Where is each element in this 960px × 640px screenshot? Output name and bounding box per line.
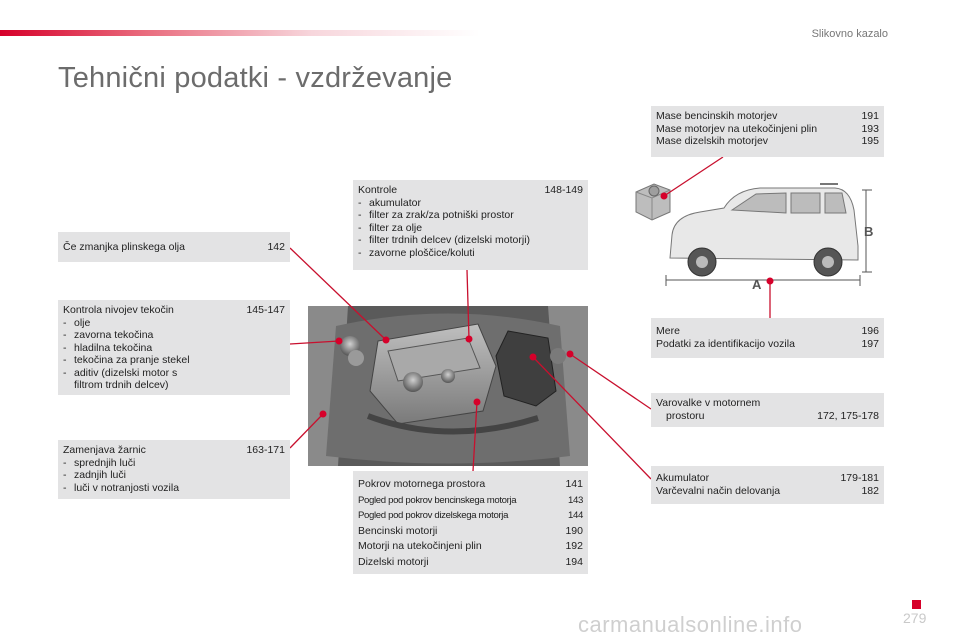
engines-row-label: Pogled pod pokrov bencinskega motorja: [358, 494, 517, 506]
car-side-illustration: [665, 183, 872, 286]
dims-row-page: 197: [861, 337, 879, 350]
engines-row-label: Pogled pod pokrov dizelskega motorja: [358, 510, 509, 521]
list-item: -olje: [63, 316, 91, 329]
masses-row-label: Mase motorjev na utekočinjeni plin: [656, 122, 818, 135]
fluids-page: 145-147: [246, 304, 285, 316]
fuel-row[interactable]: Če zmanjka plinskega olja 142: [63, 241, 285, 254]
page-marker: [912, 600, 921, 609]
bulbs-label: Zamenjava žarnic: [63, 444, 146, 456]
list-item: -filter za zrak/za potniški prostor: [358, 209, 514, 221]
engines-row-page: 143: [568, 494, 583, 506]
engines-row[interactable]: Motorji na utekočinjeni plin 192: [358, 539, 583, 555]
battery-row-page: 182: [861, 484, 879, 497]
battery-row[interactable]: Akumulator 179-181: [656, 472, 879, 485]
box-engines: Pokrov motornega prostora 141 Pogled pod…: [353, 471, 588, 574]
repair-kit-illustration: [635, 183, 671, 221]
dims-row[interactable]: Mere 196: [656, 325, 879, 338]
list-item: -sprednjih luči: [63, 456, 136, 469]
list-item: -tekočina za pranje stekel: [63, 354, 190, 366]
header-accent-bar: [0, 30, 480, 36]
fluids-label: Kontrola nivojev tekočin: [63, 304, 174, 316]
dims-row[interactable]: Podatki za identifikacijo vozila 197: [656, 338, 879, 351]
masses-row-label: Mase dizelskih motorjev: [656, 135, 769, 147]
section-title: Slikovno kazalo: [811, 28, 888, 40]
checks-page: 148-149: [544, 184, 583, 196]
list-item: -akumulator: [358, 196, 421, 209]
fuel-label: Če zmanjka plinskega olja: [63, 241, 185, 253]
battery-row-page: 179-181: [840, 472, 879, 484]
battery-row-label: Varčevalni način delovanja: [656, 484, 781, 497]
engines-row-label: Pokrov motornega prostora: [358, 478, 486, 490]
engines-row-page: 190: [565, 524, 583, 537]
box-battery: Akumulator 179-181 Varčevalni način delo…: [651, 466, 884, 504]
engines-row-page: 192: [565, 540, 583, 552]
dims-row-page: 196: [861, 325, 879, 337]
box-fuses: Varovalke v motornem prostoru 172, 175-1…: [651, 393, 884, 427]
masses-row[interactable]: Mase dizelskih motorjev 195: [656, 135, 879, 148]
dims-row-label: Podatki za identifikacijo vozila: [656, 337, 795, 350]
dims-row-label: Mere: [656, 325, 680, 337]
battery-row-label: Akumulator: [656, 472, 710, 484]
masses-row-page: 195: [861, 135, 879, 147]
engines-row-label: Dizelski motorji: [358, 555, 429, 568]
page-number: 279: [903, 610, 927, 626]
fuses-row[interactable]: prostoru 172, 175-178: [656, 410, 879, 423]
watermark: carmanualsonline.info: [578, 612, 803, 637]
masses-row-page: 191: [861, 110, 879, 122]
bulbs-row[interactable]: Zamenjava žarnic 163-171: [63, 444, 285, 457]
box-dimensions: Mere 196 Podatki za identifikacijo vozil…: [651, 318, 884, 358]
masses-row[interactable]: Mase motorjev na utekočinjeni plin 193: [656, 123, 879, 136]
fuses-label-cont: prostoru: [666, 409, 705, 422]
list-item: -zadnjih luči: [63, 469, 126, 481]
engines-row[interactable]: Pokrov motornega prostora 141: [358, 477, 583, 493]
engine-bay-illustration: [308, 306, 588, 466]
list-item: -luči v notranjosti vozila: [63, 481, 180, 494]
box-checks: Kontrole 148-149 -akumulator -filter za …: [353, 180, 588, 270]
masses-row-page: 193: [861, 122, 879, 135]
engines-row-page: 144: [568, 510, 583, 521]
box-bulbs: Zamenjava žarnic 163-171 -sprednjih luči…: [58, 440, 290, 499]
bulbs-page: 163-171: [246, 444, 285, 456]
engines-row[interactable]: Pogled pod pokrov bencinskega motorja 14…: [358, 493, 583, 509]
list-item: -filter za olje: [358, 221, 423, 234]
box-fluid-levels: Kontrola nivojev tekočin 145-147 -olje -…: [58, 300, 290, 395]
list-item-continuation: filtrom trdnih delcev): [74, 379, 169, 391]
fuses-page: 172, 175-178: [817, 409, 879, 422]
engines-row-page: 194: [565, 555, 583, 568]
list-item: -zavorne ploščice/koluti: [358, 246, 475, 259]
list-item: -hladilna tekočina: [63, 341, 153, 354]
list-item: -zavorna tekočina: [63, 329, 154, 341]
list-item: -aditiv (dizelski motor s: [63, 366, 178, 379]
engines-row-label: Bencinski motorji: [358, 524, 438, 537]
box-fuel-runout: Če zmanjka plinskega olja 142: [58, 232, 290, 262]
fuel-page: 142: [267, 241, 285, 253]
dimension-label-b: B: [864, 224, 874, 239]
checks-row[interactable]: Kontrole 148-149: [358, 184, 583, 197]
engines-row-page: 141: [565, 478, 583, 490]
fuses-label: Varovalke v motornem: [656, 397, 761, 409]
masses-row-label: Mase bencinskih motorjev: [656, 110, 778, 122]
engines-row[interactable]: Bencinski motorji 190: [358, 524, 583, 540]
box-masses: Mase bencinskih motorjev 191 Mase motorj…: [651, 106, 884, 157]
checks-label: Kontrole: [358, 184, 398, 196]
page-title: Tehnični podatki - vzdrževanje: [58, 62, 453, 94]
engines-row-label: Motorji na utekočinjeni plin: [358, 540, 482, 552]
battery-row[interactable]: Varčevalni način delovanja 182: [656, 485, 879, 498]
engines-row[interactable]: Pogled pod pokrov dizelskega motorja 144: [358, 508, 583, 524]
dimension-label-a: A: [752, 277, 762, 292]
fluids-row[interactable]: Kontrola nivojev tekočin 145-147: [63, 304, 285, 317]
list-item: -filter trdnih delcev (dizelski motorji): [358, 234, 531, 246]
masses-row[interactable]: Mase bencinskih motorjev 191: [656, 110, 879, 123]
engines-row[interactable]: Dizelski motorji 194: [358, 555, 583, 571]
